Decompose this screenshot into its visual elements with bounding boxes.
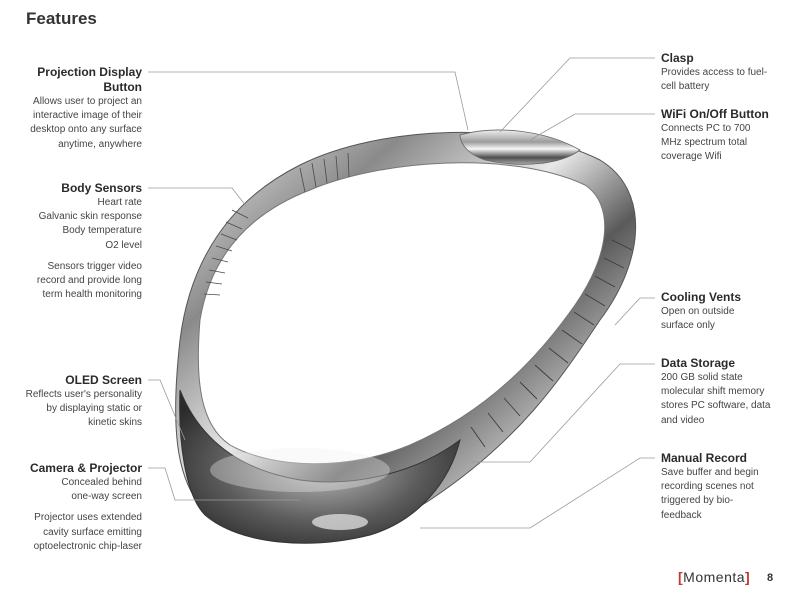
callout-desc: stores PC software, data (661, 400, 771, 412)
leader-cooling-vents (614, 297, 655, 326)
callout-title: Body Sensors (61, 181, 142, 195)
callout-desc: Galvanic skin response (38, 211, 142, 223)
callout-desc: by displaying static or (46, 403, 142, 415)
callout-desc: desktop onto any surface (30, 124, 142, 136)
callout-title: Clasp (661, 51, 694, 65)
callout-data-storage: Data Storage 200 GB solid state molecula… (661, 356, 796, 428)
callout-title: Camera & Projector (29, 461, 142, 475)
right-vents (470, 239, 633, 448)
callout-desc: recording scenes not (661, 481, 754, 493)
top-vents (299, 152, 350, 193)
callout-body-sensors: Body Sensors Heart rate Galvanic skin re… (0, 181, 142, 302)
leader-manual-record (420, 457, 655, 529)
callout-note: cavity surface emitting (43, 526, 142, 538)
leader-projection-button (148, 71, 469, 131)
callout-desc: Provides access to fuel- (661, 67, 768, 78)
callout-oled-screen: OLED Screen Reflects user's personality … (0, 373, 142, 431)
callout-note: term health monitoring (42, 289, 143, 301)
brand-bracket-open: [ (678, 569, 684, 585)
callout-wifi: WiFi On/Off Button Connects PC to 700 MH… (661, 107, 796, 165)
callout-desc: anytime, anywhere (58, 138, 142, 150)
callout-desc: interactive image of their (33, 110, 142, 122)
callout-title: Cooling Vents (661, 290, 742, 304)
callout-desc: Open on outside (661, 306, 735, 317)
clasp (459, 129, 581, 165)
callout-desc: Connects PC to 700 (661, 123, 751, 134)
callout-camera-projector: Camera & Projector Concealed behind one-… (0, 461, 142, 554)
left-vents (203, 209, 249, 296)
callout-desc: MHz spectrum total (661, 137, 748, 149)
callout-desc: Reflects user's personality (25, 389, 142, 400)
callout-note: optoelectronic chip-laser (33, 540, 142, 552)
brand-logo: [Momenta] (678, 569, 750, 585)
callout-desc: one-way screen (71, 491, 142, 503)
callout-clasp: Clasp Provides access to fuel- cell batt… (661, 51, 796, 94)
leader-oled-screen (148, 379, 186, 441)
leader-body-sensors (148, 187, 247, 207)
leader-clasp (499, 57, 655, 133)
callout-title-line2: Button (103, 80, 142, 94)
callout-title: Manual Record (661, 451, 748, 465)
callout-desc: triggered by bio- (661, 495, 734, 507)
page-number: 8 (767, 572, 774, 584)
callout-title: WiFi On/Off Button (661, 107, 769, 121)
oled-screen (179, 389, 461, 544)
callout-desc: surface only (661, 320, 715, 332)
band-inner (197, 162, 606, 465)
callout-note: Projector uses extended (34, 512, 142, 524)
page-title: Features (26, 9, 97, 28)
leader-data-storage (470, 363, 655, 463)
callout-desc: and video (661, 414, 705, 426)
camera-lens (312, 514, 368, 530)
callout-desc: Heart rate (97, 197, 142, 208)
callout-title: Data Storage (661, 356, 736, 370)
callout-desc: O2 level (105, 239, 142, 251)
callout-desc: coverage Wifi (661, 151, 722, 163)
callout-note: Sensors trigger video (47, 260, 143, 272)
callout-desc: kinetic skins (88, 417, 142, 429)
callout-desc: 200 GB solid state (661, 372, 743, 383)
leader-camera-projector (148, 467, 300, 501)
leader-lines (148, 57, 655, 529)
brand-bracket-close: ] (745, 569, 751, 585)
leader-wifi (529, 113, 655, 141)
callout-desc: molecular shift memory (661, 386, 765, 398)
callout-title: Projection Display (37, 65, 142, 79)
callout-desc: Concealed behind (61, 477, 142, 488)
brand-name: Momenta (683, 569, 746, 585)
callout-manual-record: Manual Record Save buffer and begin reco… (661, 451, 796, 523)
callout-desc: Save buffer and begin (661, 467, 759, 478)
callout-desc: cell battery (661, 81, 710, 93)
callout-cooling-vents: Cooling Vents Open on outside surface on… (661, 290, 796, 333)
screen-highlight (210, 448, 390, 492)
callout-title: OLED Screen (65, 373, 142, 387)
callout-desc: Body temperature (62, 225, 143, 237)
callout-note: record and provide long (36, 275, 142, 287)
callout-desc: Allows user to project an (33, 96, 142, 107)
callout-desc: feedback (661, 509, 702, 521)
